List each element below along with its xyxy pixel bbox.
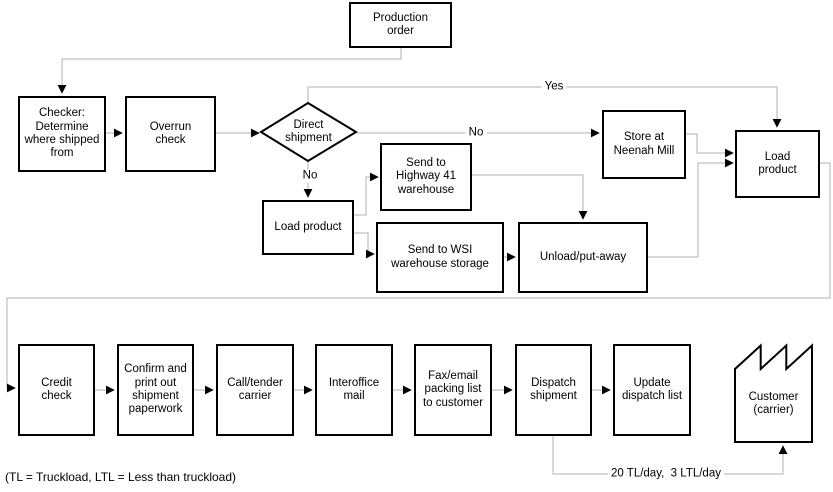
connector-load-product-to-credit	[6, 162, 831, 393]
call-tender-carrier-box: Call/tender carrier	[216, 344, 294, 436]
connector-production-to-checker	[57, 48, 402, 94]
connector-unload-to-load-product	[648, 158, 734, 258]
connector-store-to-load-product	[686, 133, 734, 158]
direct-shipment-diamond	[259, 101, 358, 163]
load-product-right-box: Load product	[735, 130, 820, 198]
confirm-paperwork-box: Confirm and print out shipment paperwork	[117, 344, 194, 436]
customer-factory-shape	[734, 343, 813, 443]
production-order-box: Production order	[349, 2, 452, 48]
customer-carrier-label: Customer (carrier)	[748, 390, 799, 416]
connector-loadmid-to-wsi	[354, 232, 375, 259]
unload-putaway-box: Unload/put-away	[518, 222, 648, 293]
update-dispatch-list-box: Update dispatch list	[613, 344, 691, 436]
direct-shipment-label: Direct shipment	[285, 118, 332, 144]
checker-box: Checker: Determine where shipped from	[18, 96, 106, 172]
no-edge-label-store: No	[465, 126, 487, 140]
load-product-mid-box: Load product	[262, 200, 354, 255]
legend-text: (TL = Truckload, LTL = Less than trucklo…	[5, 470, 236, 484]
dispatch-shipment-box: Dispatch shipment	[515, 344, 592, 436]
fax-email-packing-box: Fax/email packing list to customer	[414, 344, 492, 436]
rate-edge-label: 20 TL/day, 3 LTL/day	[608, 467, 724, 481]
store-neenah-mill-box: Store at Neenah Mill	[602, 110, 686, 179]
overrun-check-box: Overrun check	[125, 96, 216, 172]
send-wsi-box: Send to WSI warehouse storage	[376, 222, 504, 293]
connector-highway41-to-unload	[472, 174, 588, 220]
send-highway41-box: Send to Highway 41 warehouse	[380, 143, 472, 211]
yes-edge-label: Yes	[541, 80, 567, 94]
no-edge-label-load: No	[299, 169, 321, 183]
connector-loadmid-to-highway41	[354, 172, 379, 216]
credit-check-box: Credit check	[18, 344, 95, 436]
interoffice-mail-box: Interoffice mail	[315, 344, 393, 436]
